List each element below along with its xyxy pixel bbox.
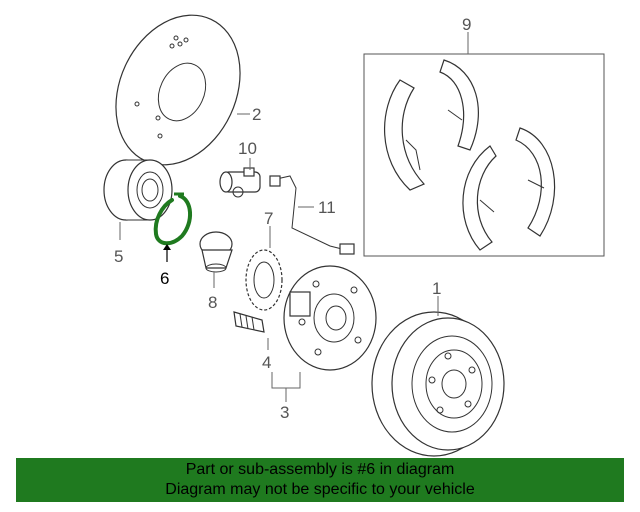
callout-6: 6 (160, 269, 169, 288)
part-10-wheel-cylinder[interactable] (219, 167, 261, 198)
part-2-backing-plate[interactable] (92, 0, 263, 185)
callout-7: 7 (264, 209, 273, 228)
part-1-brake-drum[interactable] (371, 311, 505, 457)
part-5-bearing[interactable] (103, 159, 173, 221)
callout-9: 9 (462, 15, 471, 34)
part-3-hub[interactable] (283, 265, 377, 371)
callout-8: 8 (208, 293, 217, 312)
part-9-brake-shoe-set[interactable] (363, 53, 605, 257)
callout-5: 5 (114, 247, 123, 266)
callout-10: 10 (238, 139, 257, 158)
part-4-wheel-stud[interactable] (233, 311, 265, 333)
part-11-brake-line[interactable] (269, 175, 355, 255)
callout-4: 4 (262, 353, 271, 372)
callout-2: 2 (252, 105, 261, 124)
banner-line-part-info: Part or sub-assembly is #6 in diagram (185, 461, 455, 478)
part-8-seal[interactable] (199, 231, 233, 273)
part-7-tone-ring[interactable] (245, 249, 283, 311)
callout-1: 1 (432, 279, 441, 298)
part-6-snap-ring[interactable] (153, 192, 192, 246)
callout-3: 3 (280, 403, 289, 422)
part-info-banner: Part or sub-assembly is #6 in diagram Di… (16, 458, 624, 502)
banner-line-disclaimer: Diagram may not be specific to your vehi… (165, 481, 475, 498)
callout-11: 11 (318, 198, 336, 217)
